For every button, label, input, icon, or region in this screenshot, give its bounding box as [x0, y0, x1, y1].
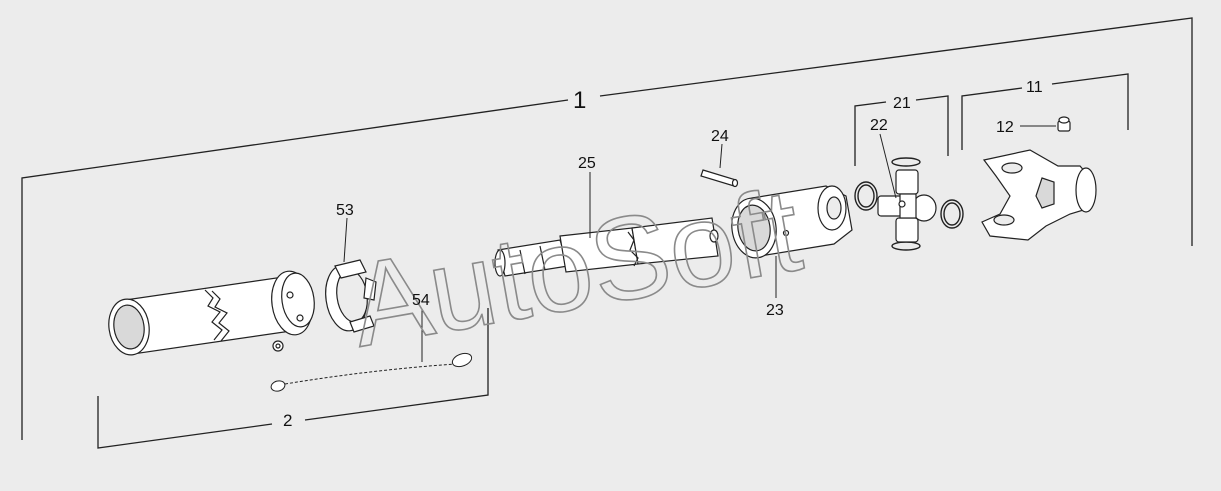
- bearing-ring-part: [325, 259, 377, 333]
- spring-pin-part: [700, 169, 739, 188]
- safety-chain-part: [270, 352, 473, 392]
- label-12: 12: [996, 119, 1014, 136]
- outer-yoke-part: [981, 149, 1097, 241]
- leader-22: [879, 133, 897, 199]
- label-25: 25: [578, 155, 596, 172]
- inner-yoke-part: [731, 185, 853, 259]
- label-1: 1: [573, 87, 586, 114]
- grease-nipple-part: [1057, 116, 1071, 132]
- label-21: 21: [893, 95, 911, 112]
- label-24: 24: [711, 128, 729, 145]
- leader-53: [343, 217, 348, 263]
- guard-tube-part: [108, 270, 315, 356]
- bracket-assembly-21: [854, 95, 949, 166]
- profile-tube-part: [494, 217, 719, 277]
- label-22: 22: [870, 117, 888, 134]
- watermark-text: AutoSoft: [341, 164, 810, 373]
- circlip-rings-part: [854, 157, 964, 251]
- leader-24: [719, 143, 723, 169]
- label-11: 11: [1026, 79, 1043, 96]
- bracket-assembly-2: [97, 308, 489, 449]
- cross-kit-part: [877, 169, 937, 243]
- bracket-assembly-11: [961, 73, 1129, 150]
- label-53: 53: [336, 202, 354, 219]
- label-54: 54: [412, 292, 430, 309]
- label-2: 2: [283, 411, 292, 430]
- label-23: 23: [766, 302, 784, 319]
- bracket-assembly-1: [21, 17, 1193, 440]
